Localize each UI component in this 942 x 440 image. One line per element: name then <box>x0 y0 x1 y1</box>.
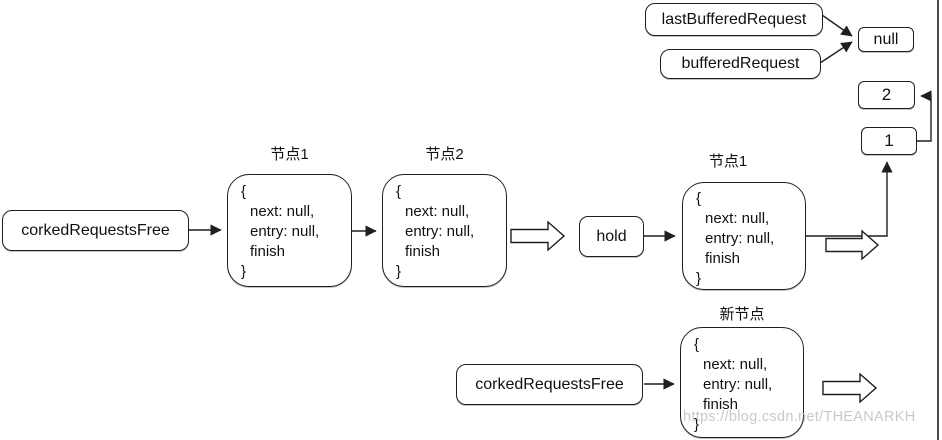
node1-title: 节点1 <box>270 146 309 163</box>
block-arrow-right-icon <box>510 220 566 252</box>
node-line: entry: null, <box>250 223 320 240</box>
node-line: entry: null, <box>705 230 775 247</box>
node4-title: 新节点 <box>719 306 765 323</box>
buffered-request-box: bufferedRequest <box>660 49 821 79</box>
node-line: next: null, <box>703 356 768 373</box>
node-line: finish <box>405 243 441 260</box>
arrow-lastbuffered-to-null <box>821 14 853 37</box>
null-box: null <box>858 27 914 52</box>
node-line: } <box>396 263 402 280</box>
node2: { next: null, entry: null, finish } <box>382 174 507 287</box>
node-line: { <box>396 183 402 200</box>
node-line: next: null, <box>705 210 770 227</box>
node-line: next: null, <box>250 203 315 220</box>
node-line: } <box>241 263 247 280</box>
node-line: finish <box>703 396 739 413</box>
node-line: entry: null, <box>703 376 773 393</box>
watermark: https://blog.csdn.net/THEANARKH <box>683 409 916 425</box>
corked-requests-free-box: corkedRequestsFree <box>2 210 189 251</box>
node3: { next: null, entry: null, finish } <box>682 182 806 290</box>
node-line: } <box>694 416 700 433</box>
last-buffered-request-box: lastBufferedRequest <box>645 3 823 36</box>
connector-node3-to-box1 <box>806 161 893 237</box>
node-line: { <box>241 183 247 200</box>
connector-box1-to-box2 <box>916 90 932 142</box>
node-line: finish <box>250 243 286 260</box>
block-arrow-right-icon <box>825 229 880 261</box>
corked-requests-free-box: corkedRequestsFree <box>456 364 643 405</box>
arrow-buffered-to-null <box>819 41 853 64</box>
hold-box: hold <box>579 216 644 257</box>
node-line: } <box>696 270 702 287</box>
node2-title: 节点2 <box>425 146 464 163</box>
node3-title: 节点1 <box>708 153 748 170</box>
count-2-box: 2 <box>858 81 915 109</box>
block-arrow-right-icon <box>822 372 878 404</box>
node1: { next: null, entry: null, finish } <box>227 174 352 287</box>
count-1-box: 1 <box>861 127 917 155</box>
node-line: { <box>696 190 702 207</box>
node-line: next: null, <box>405 203 470 220</box>
node4: { next: null, entry: null, finish } <box>680 327 804 438</box>
node-line: entry: null, <box>405 223 475 240</box>
node-line: { <box>694 336 700 353</box>
node-line: finish <box>705 250 741 267</box>
